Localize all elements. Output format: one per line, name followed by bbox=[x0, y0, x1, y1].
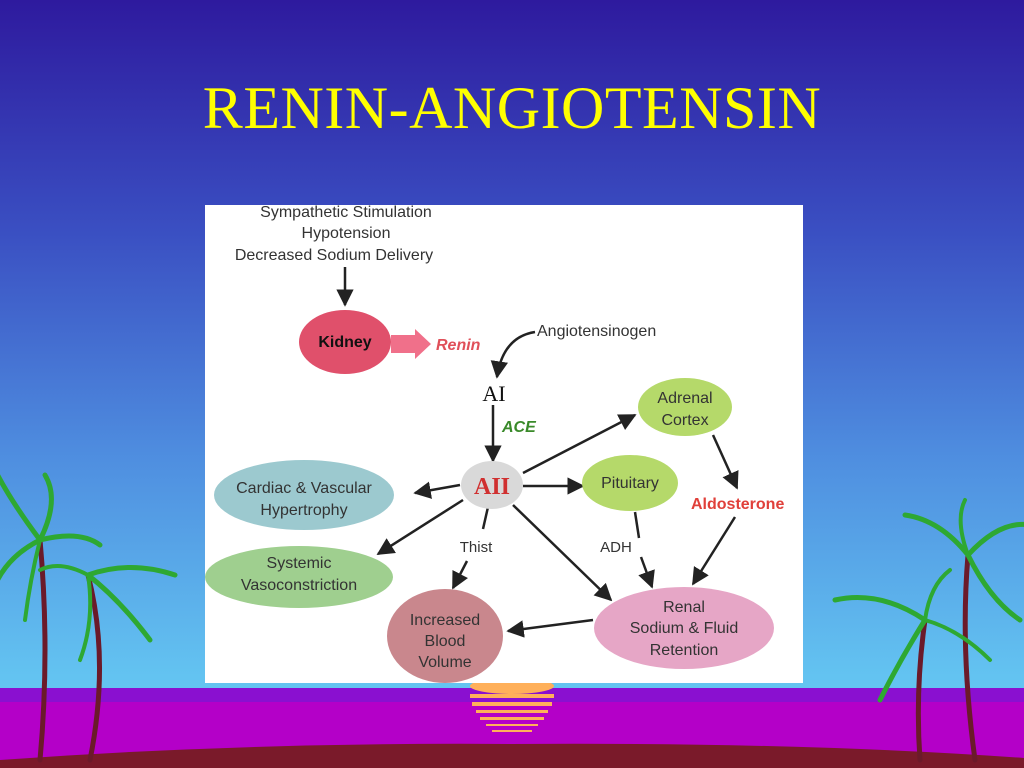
kidney-node bbox=[299, 310, 391, 374]
slide-title: RENIN-ANGIOTENSIN bbox=[202, 75, 822, 141]
arrow-aii-to-thirst bbox=[481, 506, 490, 530]
island bbox=[0, 743, 1024, 768]
systemic-vasoconstriction-label-line1: Systemic bbox=[267, 555, 332, 572]
cardiac-vascular-label-line1: Cardiac & Vascular bbox=[236, 480, 372, 497]
blood-volume-label-line1: Increased bbox=[410, 612, 480, 629]
arrow-aii-to-cardiac bbox=[413, 481, 461, 499]
arrow-renal-to-blood-volume bbox=[506, 618, 594, 638]
adh-label: ADH bbox=[600, 539, 632, 556]
arrow-aii-to-systemic bbox=[376, 498, 464, 556]
blood-volume-node bbox=[387, 589, 503, 683]
adrenal-cortex-node bbox=[638, 378, 732, 436]
renal-retention-label-line2: Sodium & Fluid bbox=[630, 620, 739, 637]
kidney-label: Kidney bbox=[318, 334, 371, 351]
thirst-label: Thist bbox=[460, 539, 493, 556]
trigger-hypotension: Hypotension bbox=[302, 225, 391, 242]
arrow-adrenal-to-aldosterone bbox=[711, 434, 739, 490]
ai-label: AI bbox=[482, 381, 505, 406]
aii-label: AII bbox=[474, 474, 510, 500]
arrow-thirst-to-blood-volume bbox=[451, 560, 469, 590]
aii-node bbox=[461, 461, 523, 509]
trigger-sympathetic-stimulation: Sympathetic Stimulation bbox=[260, 205, 432, 221]
adrenal-cortex-label-line1: Adrenal bbox=[657, 390, 712, 407]
pituitary-node bbox=[582, 455, 678, 511]
systemic-vasoconstriction-node bbox=[205, 546, 393, 608]
arrow-angiotensinogen-to-ai bbox=[490, 330, 536, 379]
angiotensinogen-label: Angiotensinogen bbox=[537, 323, 656, 340]
blood-volume-label-line2: Blood bbox=[425, 633, 466, 650]
palm-tree-left bbox=[0, 472, 178, 763]
arrow-aii-to-adrenal-cortex bbox=[522, 413, 637, 475]
renin-angiotensin-diagram: Sympathetic Stimulation Hypotension Decr… bbox=[205, 205, 803, 683]
cardiac-vascular-node bbox=[214, 460, 394, 530]
renin-label: Renin bbox=[436, 337, 481, 354]
palm-tree-right bbox=[832, 498, 1024, 763]
systemic-vasoconstriction-label-line2: Vasoconstriction bbox=[241, 577, 357, 594]
arrow-aii-to-renal bbox=[512, 504, 613, 602]
trigger-decreased-sodium-delivery: Decreased Sodium Delivery bbox=[235, 247, 433, 264]
cardiac-vascular-label-line2: Hypertrophy bbox=[260, 502, 347, 519]
renal-retention-label-line3: Retention bbox=[650, 642, 719, 659]
renal-retention-node bbox=[594, 587, 774, 669]
arrow-aldosterone-to-renal bbox=[691, 516, 737, 586]
adrenal-cortex-label-line2: Cortex bbox=[661, 412, 708, 429]
arrow-adh-to-renal bbox=[638, 556, 655, 589]
blood-volume-label-line3: Volume bbox=[418, 654, 471, 671]
aldosterone-label: Aldosterone bbox=[691, 496, 784, 513]
kidney-to-renin-arrow bbox=[391, 329, 431, 359]
renal-retention-label-line1: Renal bbox=[663, 599, 705, 616]
arrow-pituitary-to-adh bbox=[633, 511, 641, 539]
ace-label: ACE bbox=[501, 419, 537, 436]
pituitary-label: Pituitary bbox=[601, 475, 659, 492]
